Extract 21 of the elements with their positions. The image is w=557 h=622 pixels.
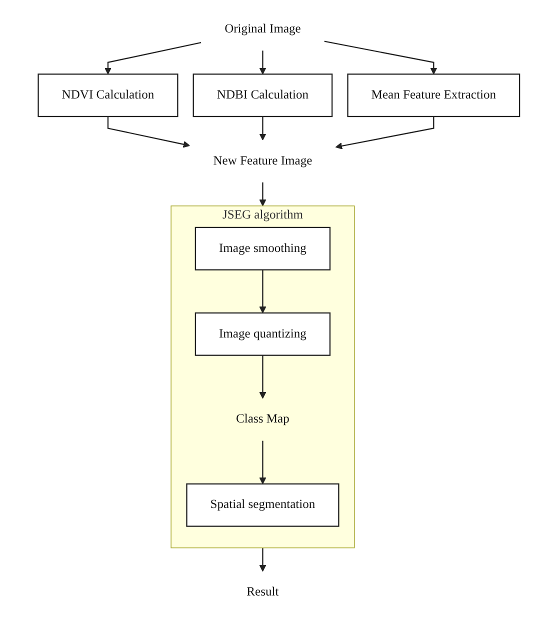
node-box: NDBI Calculation bbox=[192, 74, 332, 118]
node-box: Image quantizing bbox=[194, 312, 330, 356]
arrow bbox=[104, 42, 201, 74]
node-text: Class Map bbox=[236, 412, 289, 426]
arrow bbox=[258, 270, 266, 314]
node-box: NDVI Calculation bbox=[37, 74, 178, 118]
arrow bbox=[258, 182, 266, 206]
node-text: Original Image bbox=[224, 22, 300, 36]
arrow bbox=[258, 50, 266, 74]
arrow bbox=[258, 440, 266, 484]
arrow bbox=[106, 116, 190, 148]
node-box: Spatial segmentation bbox=[186, 483, 339, 527]
node-text: Result bbox=[246, 585, 278, 599]
arrow bbox=[258, 355, 266, 399]
arrow bbox=[258, 548, 266, 572]
arrow bbox=[324, 40, 437, 74]
node-box: Image smoothing bbox=[194, 226, 330, 270]
arrow bbox=[258, 116, 266, 140]
arrow bbox=[334, 116, 434, 150]
node-box: Mean Feature Extraction bbox=[346, 74, 520, 118]
node-text: New Feature Image bbox=[212, 154, 312, 168]
